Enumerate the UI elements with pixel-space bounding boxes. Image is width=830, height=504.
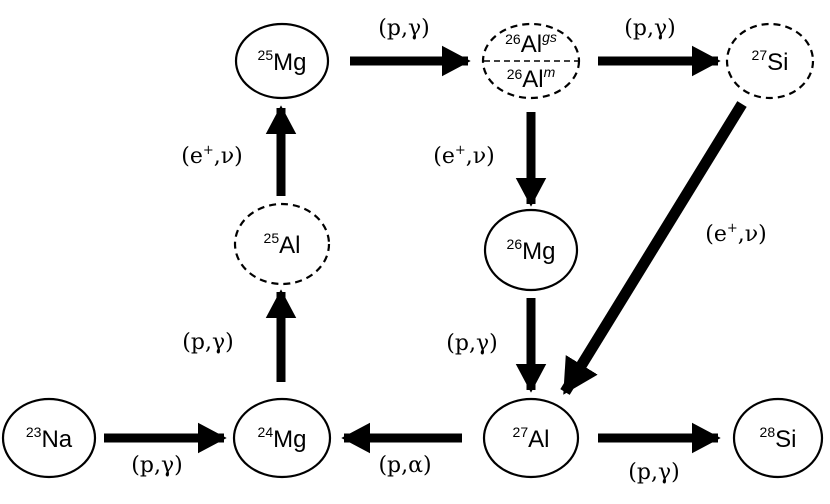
svg-text:24Mg: 24Mg	[258, 424, 307, 453]
node-al26gs-state: gs	[542, 29, 557, 45]
svg-text:26Alm: 26Alm	[507, 64, 556, 93]
svg-text:26Algs: 26Algs	[505, 29, 557, 58]
label-al26-to-mg26: (e+,ν)	[433, 143, 494, 169]
node-al27-symbol: Al	[528, 426, 549, 453]
node-mg24: 24Mg	[232, 397, 332, 479]
node-mg25-symbol: Mg	[273, 49, 306, 76]
node-al26m-mass: 26	[507, 66, 523, 82]
svg-text:25Mg: 25Mg	[258, 47, 307, 76]
label-si27-to-al27: (e+,ν)	[705, 221, 766, 247]
node-al26gs-symbol: Al	[521, 31, 542, 58]
node-si28-mass: 28	[760, 424, 776, 440]
label-mg26-to-al27: (p,γ)	[446, 331, 497, 356]
node-al26gs-mass: 26	[505, 31, 521, 47]
svg-text:23Na: 23Na	[26, 424, 73, 453]
svg-text:27Si: 27Si	[752, 47, 789, 76]
node-mg25-mass: 25	[258, 47, 274, 63]
node-al25-symbol: Al	[279, 232, 300, 259]
label-mg24-to-al25: (p,γ)	[182, 330, 233, 355]
node-mg26-symbol: Mg	[522, 238, 555, 265]
label-al25-to-mg25: (e+,ν)	[181, 143, 242, 169]
node-na23-symbol: Na	[41, 426, 72, 453]
node-al27: 27Al	[482, 397, 580, 479]
node-al27-mass: 27	[513, 424, 529, 440]
node-al25-mass: 25	[264, 230, 280, 246]
label-al27-to-si28: (p,γ)	[628, 460, 679, 485]
node-al26m-symbol: Al	[522, 66, 543, 93]
node-mg24-mass: 24	[258, 424, 274, 440]
node-al25: 25Al	[233, 202, 331, 286]
node-na23: 23Na	[1, 397, 97, 479]
node-si27-mass: 27	[752, 47, 768, 63]
node-al26m-state: m	[544, 64, 556, 80]
label-al26-to-si27: (p,γ)	[624, 16, 675, 41]
node-si27: 27Si	[725, 22, 815, 100]
node-mg24-symbol: Mg	[273, 426, 306, 453]
svg-text:25Al: 25Al	[264, 230, 301, 259]
arrow-si27-to-al27	[560, 101, 747, 395]
node-al26: 26Algs 26Alm	[481, 22, 581, 100]
label-na23-to-mg24: (p,γ)	[131, 453, 182, 478]
node-mg26-mass: 26	[507, 236, 523, 252]
node-mg25: 25Mg	[234, 22, 330, 100]
label-al27-to-mg24: (p,α)	[378, 453, 431, 478]
label-mg25-to-al26: (p,γ)	[378, 16, 429, 41]
node-si27-symbol: Si	[767, 49, 788, 76]
node-na23-mass: 23	[26, 424, 42, 440]
node-si28-symbol: Si	[775, 426, 796, 453]
svg-text:28Si: 28Si	[760, 424, 797, 453]
svg-text:27Al: 27Al	[513, 424, 550, 453]
svg-text:26Mg: 26Mg	[507, 236, 556, 265]
node-mg26: 26Mg	[483, 208, 579, 292]
node-si28: 28Si	[732, 397, 824, 479]
